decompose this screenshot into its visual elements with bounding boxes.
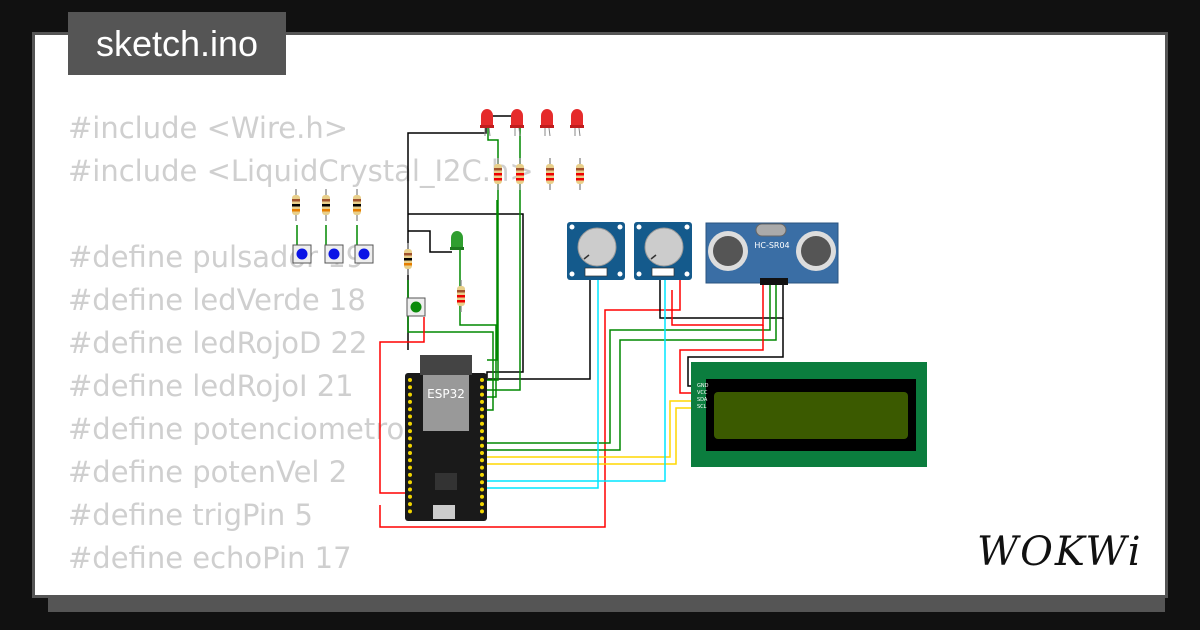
code-line: #define ledRojoI 21: [68, 369, 354, 403]
board-pin: [480, 451, 484, 455]
resistor[interactable]: [403, 242, 413, 276]
pushbutton-blue[interactable]: [354, 244, 374, 264]
board-label: ESP32: [427, 387, 465, 401]
board-pin: [480, 502, 484, 507]
lcd-pin-label: SCL: [697, 404, 707, 410]
board-pin: [480, 414, 484, 419]
lcd-pin-label: SDA: [697, 397, 708, 403]
board-pin: [408, 414, 412, 419]
board-pin: [480, 458, 484, 463]
board-pin: [480, 509, 484, 514]
board-pin: [408, 392, 412, 397]
red-led[interactable]: [509, 108, 525, 137]
code-line: #define trigPin 5: [68, 498, 313, 532]
potentiometer[interactable]: [566, 221, 626, 281]
preview-card: #include <Wire.h> #include <LiquidCrysta…: [32, 32, 1168, 598]
board-pin: [408, 429, 412, 434]
board-pin: [480, 421, 484, 426]
board-pin: [480, 378, 484, 382]
board-pin: [408, 399, 412, 404]
code-line: #define potenciometro: [68, 412, 405, 446]
board-pin: [480, 429, 484, 434]
board-pin: [408, 421, 412, 426]
board-pin: [408, 472, 412, 477]
resistor[interactable]: [321, 188, 331, 222]
resistor[interactable]: [291, 188, 301, 222]
resistor[interactable]: [352, 188, 362, 222]
code-line: #define ledRojoD 22: [68, 326, 368, 360]
board-pin: [480, 399, 484, 404]
board-pin: [408, 451, 412, 455]
board-pin: [480, 494, 484, 499]
board-pin: [480, 443, 484, 448]
board-pin: [408, 480, 412, 485]
board-pin: [408, 443, 412, 448]
red-led[interactable]: [569, 108, 585, 137]
wokwi-logo: WOKWi: [977, 529, 1143, 575]
red-led[interactable]: [539, 108, 555, 137]
file-tab[interactable]: sketch.ino: [68, 12, 286, 75]
resistor[interactable]: [456, 279, 466, 313]
board-pin: [408, 436, 412, 441]
code-line: #include <Wire.h>: [68, 111, 349, 145]
board-pin: [408, 487, 412, 492]
board-pin: [480, 407, 484, 412]
board-pin: [408, 378, 412, 382]
board-pin: [480, 436, 484, 441]
resistor[interactable]: [575, 157, 585, 191]
code-line: #include <LiquidCrystal_I2C.h>: [68, 154, 534, 188]
green-led[interactable]: [450, 231, 464, 250]
sensor-label: HC-SR04: [754, 241, 789, 250]
resistor[interactable]: [493, 157, 503, 191]
ultrasonic-sensor[interactable]: HC-SR04: [705, 222, 839, 285]
code-line: #define ledVerde 18: [68, 283, 366, 317]
pushbutton-blue[interactable]: [292, 244, 312, 264]
pushbutton-green[interactable]: [406, 297, 426, 317]
board-pin: [480, 465, 484, 470]
code-preview: #include <Wire.h> #include <LiquidCrysta…: [68, 107, 534, 580]
board-pin: [408, 509, 412, 514]
board-pin: [408, 502, 412, 507]
esp32-board[interactable]: ESP32: [405, 355, 487, 521]
code-line: #define potenVel 2: [68, 455, 348, 489]
board-pin: [480, 385, 484, 390]
red-led[interactable]: [479, 108, 495, 137]
board-pin: [480, 472, 484, 477]
resistor[interactable]: [515, 157, 525, 191]
board-pin: [408, 465, 412, 470]
potentiometer[interactable]: [633, 221, 693, 281]
svg-text:WOKWi: WOKWi: [977, 529, 1143, 575]
pushbutton-blue[interactable]: [324, 244, 344, 264]
code-line: #define echoPin 17: [68, 541, 352, 575]
lcd-pin-label: GND: [697, 383, 709, 389]
lcd-display[interactable]: GND VCC SDA SCL: [691, 362, 927, 467]
board-pin: [480, 392, 484, 397]
board-pin: [480, 480, 484, 485]
resistor[interactable]: [545, 157, 555, 191]
board-pin: [408, 407, 412, 412]
board-pin: [480, 487, 484, 492]
board-pin: [408, 385, 412, 390]
lcd-pin-label: VCC: [697, 390, 708, 396]
board-pin: [408, 458, 412, 463]
board-pin: [408, 494, 412, 499]
